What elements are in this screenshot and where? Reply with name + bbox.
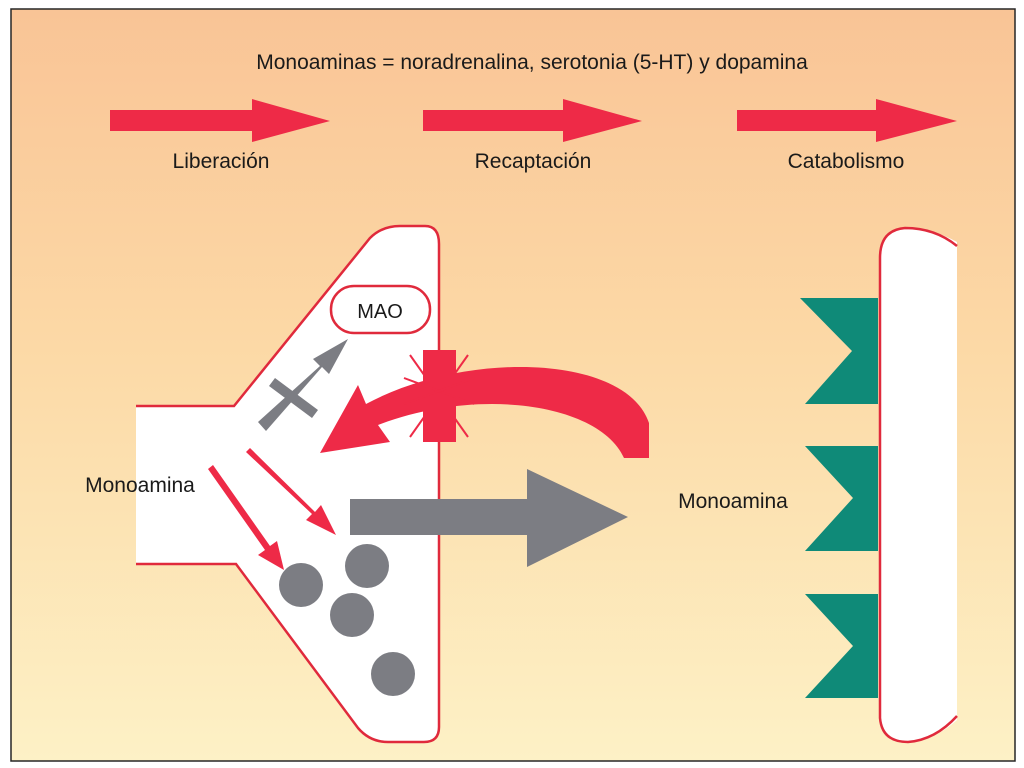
vesicle — [371, 652, 415, 696]
step-label-catabolismo: Catabolismo — [788, 150, 905, 173]
mao-label: MAO — [357, 301, 403, 323]
presynaptic-membrane — [136, 224, 441, 744]
catabolismo-arrow — [737, 99, 957, 142]
synaptic-monoamina-label: Monoamina — [678, 490, 788, 513]
synthesis-arrow — [208, 465, 284, 570]
presynaptic-monoamina-label: Monoamina — [85, 474, 195, 497]
liberacion-gray-arrow — [350, 469, 628, 567]
liberacion-arrow — [110, 99, 330, 142]
step-label-recaptacion: Recaptación — [475, 150, 592, 173]
postsynaptic-membrane — [878, 226, 958, 744]
recaptacion-curved-arrow — [320, 366, 649, 458]
diagram-title: Monoaminas = noradrenalina, serotonia (5… — [256, 51, 808, 74]
mao-block-cross — [269, 377, 318, 419]
receptor — [800, 298, 878, 404]
vesicle — [330, 593, 374, 637]
postsynaptic-cell — [880, 228, 957, 742]
step-label-liberacion: Liberación — [173, 150, 270, 173]
mao-enzyme — [329, 284, 432, 335]
receptor — [805, 446, 878, 551]
vesicle — [345, 544, 389, 588]
vesicle — [279, 563, 323, 607]
recaptacion-arrow — [423, 99, 642, 142]
mao-pathway-arrow — [258, 339, 348, 431]
block-ray — [403, 377, 475, 405]
receptor — [805, 594, 878, 698]
synthesis-arrow — [246, 448, 336, 535]
block-ray — [409, 354, 469, 438]
